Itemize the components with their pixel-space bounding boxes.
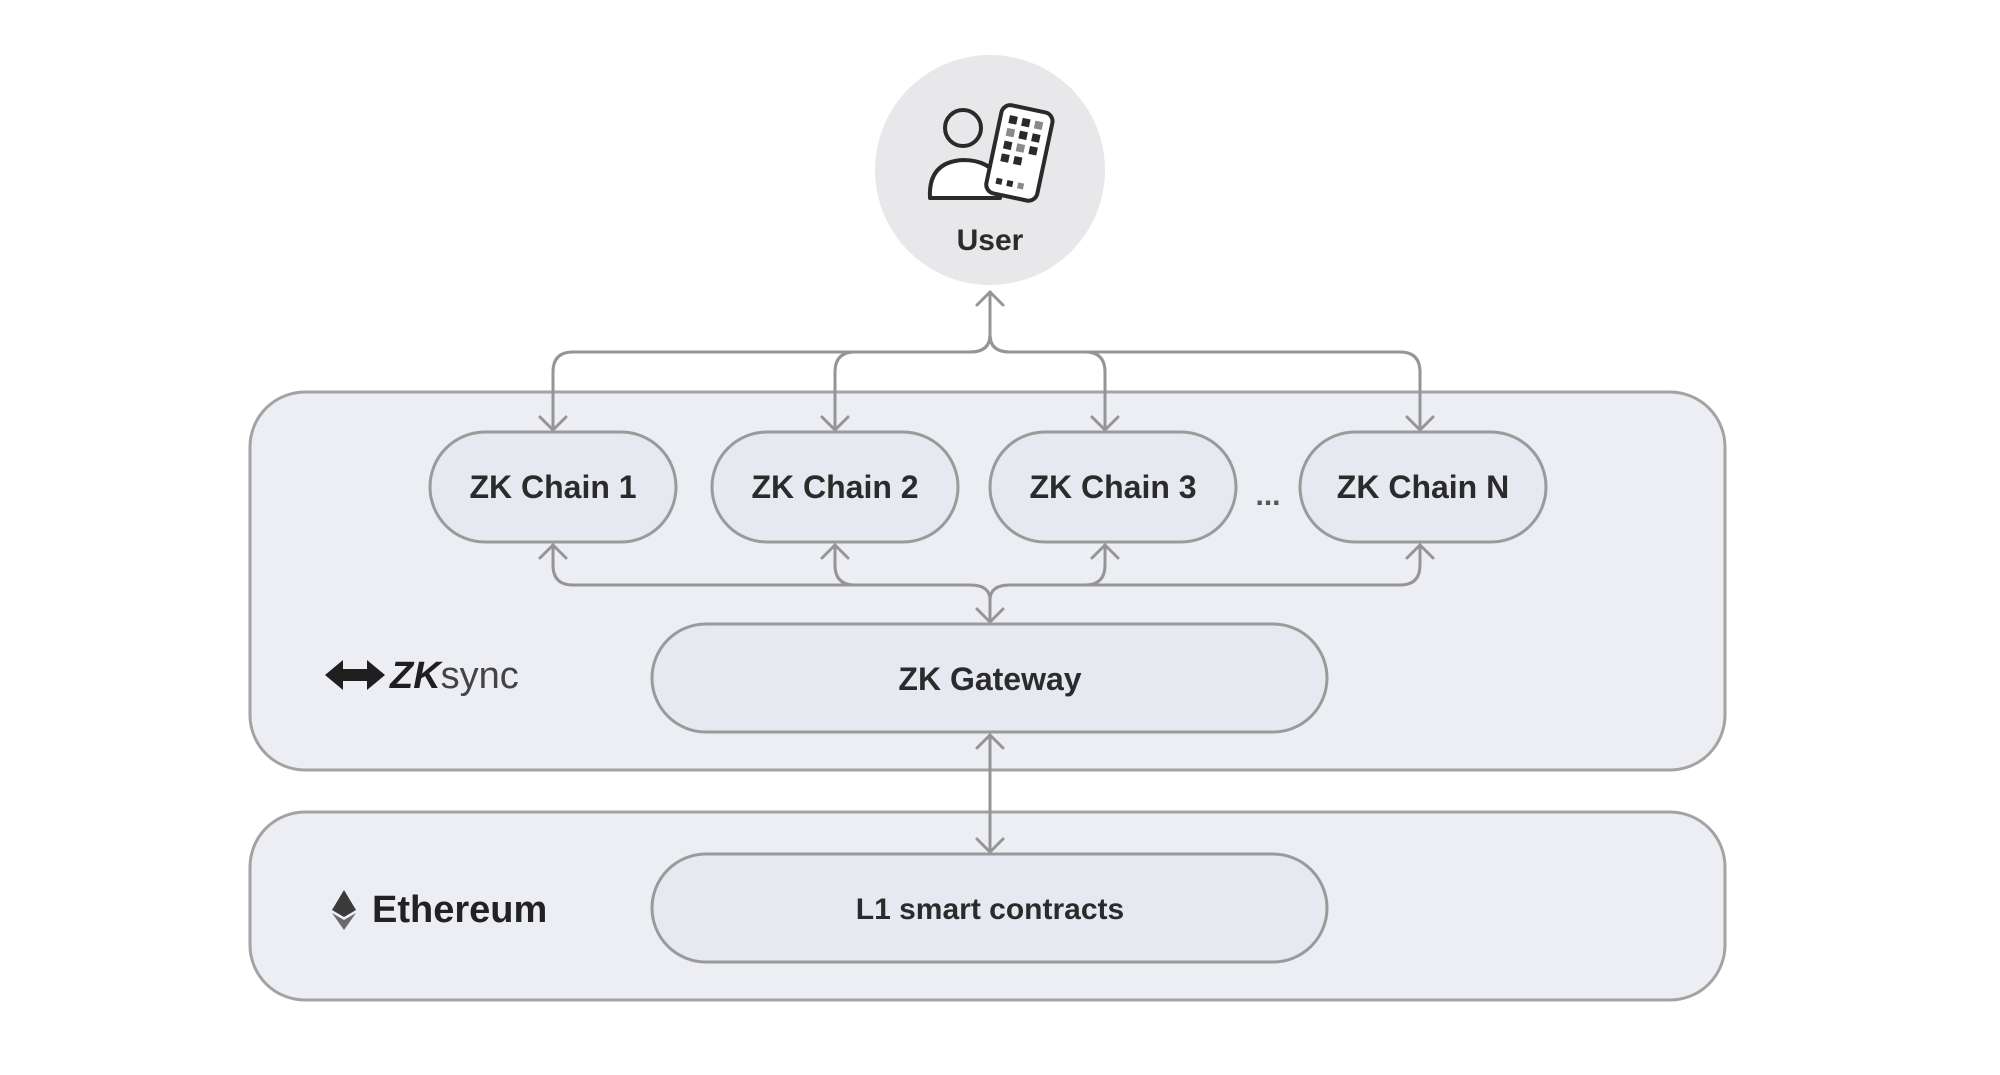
user-node: User	[875, 55, 1105, 285]
zk-chain-label-n: ZK Chain N	[1337, 469, 1509, 505]
l1-smart-contracts-label: L1 smart contracts	[856, 893, 1124, 926]
ethereum-brand: Ethereum	[332, 889, 547, 931]
connector-trunk-right	[988, 333, 1422, 432]
user-label: User	[957, 224, 1024, 257]
zk-chain-node-n: ZK Chain N	[1298, 430, 1548, 544]
zk-gateway-node: ZK Gateway	[650, 622, 1329, 734]
gateway-l1-connector	[975, 733, 1005, 854]
chain-ellipsis: ...	[1255, 479, 1280, 512]
zk-chain-node-3: ZK Chain 3	[988, 430, 1238, 544]
zk-chain-label-2: ZK Chain 2	[751, 469, 918, 505]
l1-smart-contracts-node: L1 smart contracts	[650, 852, 1329, 964]
ethereum-diamond-icon	[332, 890, 356, 930]
user-chain-connectors	[538, 290, 1435, 432]
user-with-phone-icon	[927, 103, 1055, 203]
zksync-logo: ZKsync	[325, 655, 519, 697]
connector-chain2-top	[833, 333, 992, 432]
svg-text:ZKsync: ZKsync	[389, 655, 519, 697]
ethereum-label: Ethereum	[372, 889, 547, 931]
zksync-arrows-icon	[325, 660, 385, 690]
zksync-brand-suffix: sync	[441, 655, 519, 697]
zksync-brand-prefix: ZK	[389, 655, 443, 697]
zk-chain-label-3: ZK Chain 3	[1029, 469, 1196, 505]
zk-chain-node-1: ZK Chain 1	[428, 430, 678, 544]
zk-chain-label-1: ZK Chain 1	[469, 469, 636, 505]
zk-chain-node-2: ZK Chain 2	[710, 430, 960, 544]
zk-gateway-label: ZK Gateway	[898, 661, 1081, 697]
chain-gateway-connectors	[538, 543, 1435, 624]
